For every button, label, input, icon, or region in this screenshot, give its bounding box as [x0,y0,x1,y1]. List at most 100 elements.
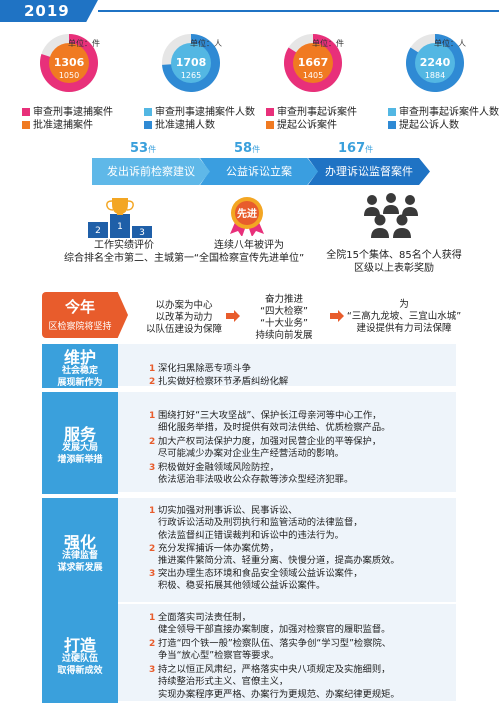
legend-label: 审查刑事起诉案件 [277,107,357,118]
legend-swatch [144,108,152,116]
legend-item: 审查刑事逮捕案件人数 [144,106,255,119]
donut-legend-4: 审查刑事起诉案件人数提起公诉人数 [388,106,499,132]
svg-text:2: 2 [95,226,101,236]
item-text-line: 积极做好金融领域风险防控， [158,462,279,473]
item-number: 2 [149,544,156,554]
item-number: 2 [149,437,156,447]
section-subtitle: 过硬队伍 [61,653,98,664]
donut-center [171,43,211,83]
legend-label: 审查刑事逮捕案件人数 [155,107,255,118]
donut-value-secondary: 1050 [58,71,80,80]
arrow-right-icon [226,310,240,322]
legend-swatch [22,108,30,116]
stat-label-1: 发出诉前检察建议 [92,158,210,185]
svg-text:3: 3 [139,228,145,238]
legend-label: 批准逮捕案件 [33,120,93,131]
donut-legend-2: 审查刑事逮捕案件人数批准逮捕人数 [144,106,255,132]
stat-number-3: 167件 [338,141,374,156]
legend-item: 批准逮捕人数 [144,119,255,132]
legend-label: 提起公诉人数 [399,120,459,131]
section-panel-1 [118,344,456,386]
award-badge-icon: 先进 [230,197,264,236]
legend-item: 批准逮捕案件 [22,119,113,132]
item-text-line: 加大产权司法保护力度，加强对民营企业的平等保护， [158,436,382,447]
badge-text: 先进 [237,207,257,220]
item-number: 2 [149,639,156,649]
stat-number-2: 58件 [234,141,261,156]
section-tag-2 [42,392,118,494]
section-tag-3 [42,498,118,604]
item-text-line: 争当“放心型”检察官等要求。 [158,650,280,662]
donut-legend-3: 审查刑事起诉案件提起公诉案件 [266,106,357,132]
section-title: 打造 [63,635,96,655]
section-panel-4 [118,604,456,701]
plan-col-1: 以办案为中心 以改革为动力 以队伍建设为保障 [145,300,222,335]
item-text-line: 打造“四个铁一般”检察队伍、落实争创“学习型”检察院、 [158,638,392,649]
item-text-line: 推进案件繁简分流、轻重分离、快慢分道，提高办案质效。 [158,555,400,567]
item-number: 1 [149,613,156,623]
item-number: 1 [149,411,156,421]
year-tag: 2019 [0,0,98,22]
legend-swatch [266,121,274,129]
donut-value-primary: 1708 [175,56,207,69]
item-text-line: 健全领导干部直接办案制度，加强对检察官的履职监督。 [158,624,391,636]
donut-center [293,43,333,83]
legend-swatch [22,121,30,129]
legend-swatch [144,121,152,129]
item-text-line: 深化扫黑除恶专项斗争 [158,363,251,374]
plan-col-2: 奋力推进 “四大检察” “十大业务” 持续向前发展 [255,294,313,341]
item-text-line: 细化服务举措，及时提供有效司法供给、优质检察产品。 [158,422,391,434]
header-divider [98,10,499,12]
item-number: 2 [149,377,156,387]
item-number: 3 [149,665,156,675]
donut-chart-1: 1306 1050 [40,32,98,94]
legend-item: 审查刑事起诉案件人数 [388,106,499,119]
legend-label: 提起公诉案件 [277,120,337,131]
legend-swatch [388,108,396,116]
item-text-line: 依法惩治非法吸收公众存款等涉众型经济犯罪。 [158,474,354,486]
item-number: 3 [149,569,156,579]
section-panel-2 [118,392,456,492]
section-subtitle: 发展大局 [61,443,98,453]
donut-unit: 单位：人 [434,39,466,48]
item-number: 1 [149,364,156,374]
item-text-line: 充分发挥捕诉一体办案优势， [158,543,279,554]
donut-value-primary: 2240 [419,56,451,69]
donut-value-primary: 1667 [297,56,329,69]
donut-unit: 单位：件 [312,39,344,48]
item-text-line: 积极、稳妥拓展其他领域公益诉讼案件。 [158,580,326,592]
legend-label: 批准逮捕人数 [155,120,215,131]
donut-center [415,43,455,83]
legend-item: 审查刑事逮捕案件 [22,106,113,119]
legend-label: 审查刑事逮捕案件 [33,107,113,118]
donut-chart-3: 1667 1405 [284,32,342,94]
stat-number-1: 53件 [130,141,157,156]
legend-swatch [266,108,274,116]
section-title: 服务 [63,425,96,444]
item-number: 1 [149,506,156,516]
legend-item: 审查刑事起诉案件 [266,106,357,119]
section-title: 维护 [63,348,96,367]
donut-value-primary: 1306 [53,56,85,69]
donut-unit: 单位：件 [68,39,100,48]
section-tag-4 [42,604,118,703]
plan-title-tag: 今年 区检察院将坚持 [42,292,128,338]
achievement-awards: 全院15个集体、85名个人获得 区级以上表彰奖励 [326,250,462,274]
donut-value-secondary: 1405 [302,71,324,80]
group-people-icon [364,193,418,238]
section-subtitle: 法律监督 [61,551,98,561]
legend-swatch [388,121,396,129]
section-subtitle: 展现新作为 [57,378,103,388]
item-text-line: 突出办理生态环境和食品安全领域公益诉讼案件， [158,568,363,579]
item-text-line: 围绕打好“三大攻坚战”、保护长江母亲河等中心工作， [158,410,382,421]
